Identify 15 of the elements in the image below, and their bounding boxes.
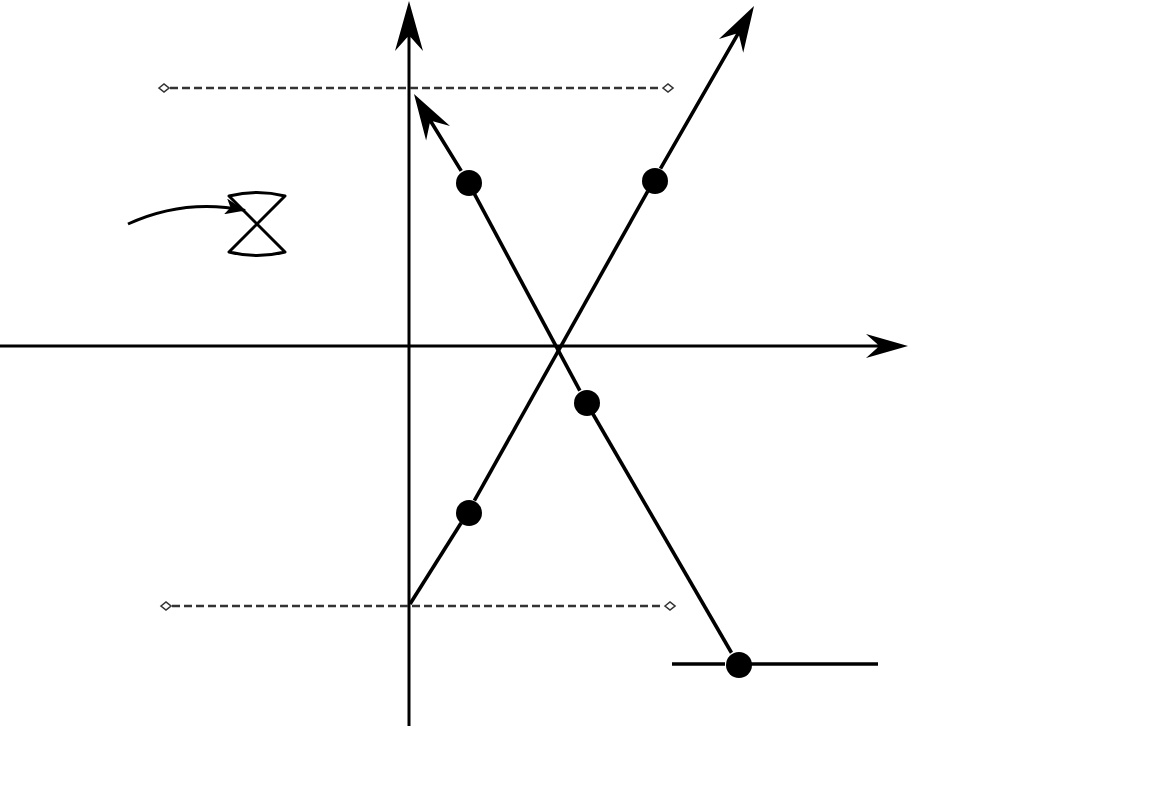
- dot-marker: [725, 651, 751, 677]
- line-segment: [472, 190, 650, 502]
- line-segment: [472, 192, 582, 392]
- line-segment: [672, 662, 725, 666]
- arrow: [658, 6, 754, 170]
- hourglass-shape: [226, 190, 288, 258]
- dot-marker: [455, 169, 481, 195]
- line-segment: [408, 522, 463, 605]
- line-segment: [751, 662, 878, 666]
- leader-arrow: [127, 199, 246, 226]
- dot-marker: [641, 167, 667, 193]
- dot-marker: [455, 499, 481, 525]
- arrow: [414, 94, 463, 172]
- dot-marker: [573, 389, 599, 415]
- line-segment: [590, 412, 734, 654]
